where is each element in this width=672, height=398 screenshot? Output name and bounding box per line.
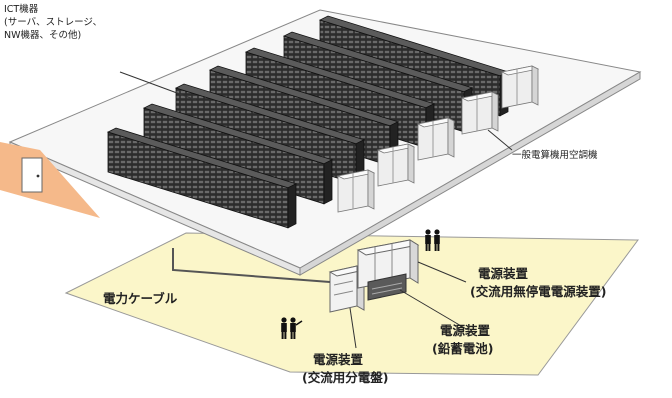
leader-lines [119,71,513,349]
ups-label-line2: (交流用無停電電源装置) [470,284,607,299]
power-equipment [328,239,420,313]
aircon-unit [500,65,540,109]
aircon-unit [376,143,416,187]
aircon-label: 一般電算機用空調機 [512,150,598,161]
aircon-unit [460,91,500,135]
door-icon [21,157,43,193]
battery-label-line2: (鉛蓄電池) [432,341,494,356]
battery-rack [367,273,407,301]
person-icon [425,229,440,251]
power-cable [172,248,331,283]
distribution-label-line1: 電源装置 [313,352,364,367]
ups-label-line1: 電源装置 [478,266,529,281]
ict-label-line1: ICT機器 [4,4,39,15]
battery-label-line1: 電源装置 [440,323,491,338]
rack-row [106,127,298,229]
cable-label: 電力ケーブル [103,291,178,306]
aircon-units [336,65,540,213]
distribution-label-line2: (交流用分電盤) [302,370,389,385]
ict-label-line2: (サーバ、ストレージ、 [4,17,103,28]
aircon-unit [416,117,456,161]
rack-rows [106,15,510,229]
person-icon [281,317,303,339]
aircon-unit [336,169,376,213]
ict-label-line3: NW機器、その他) [4,30,82,41]
